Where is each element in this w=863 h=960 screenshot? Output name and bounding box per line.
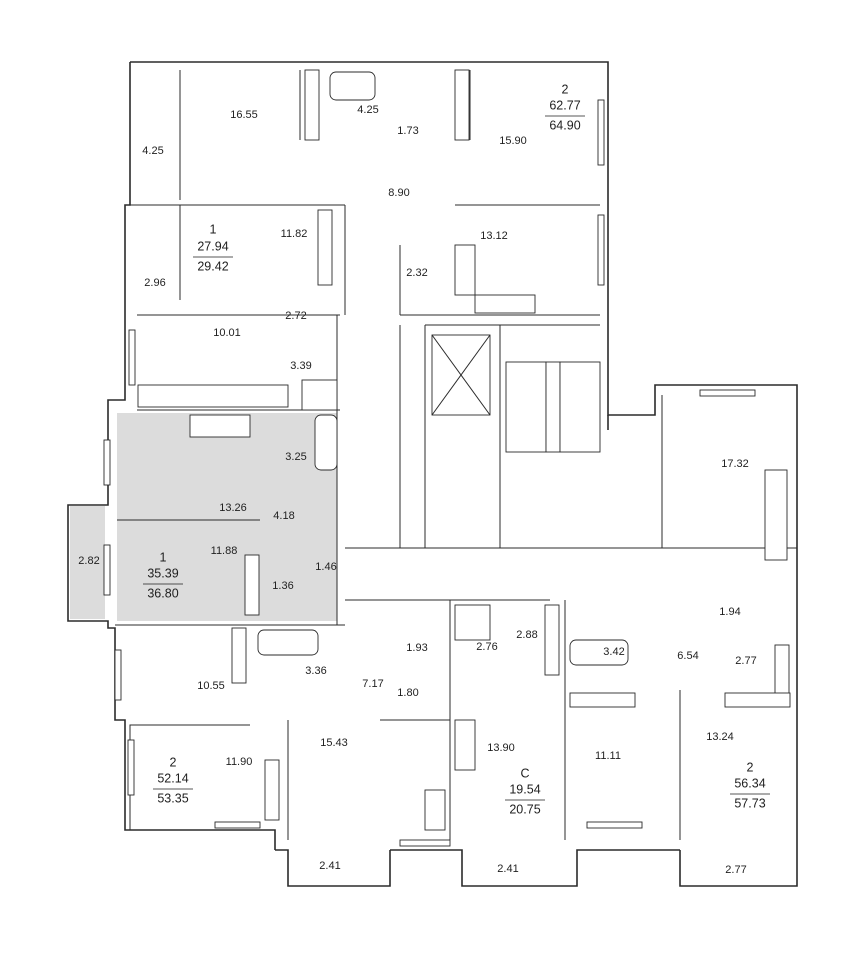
room-area: 2.82 bbox=[78, 555, 99, 567]
room-area: 4.25 bbox=[142, 145, 163, 157]
room-area: 11.90 bbox=[226, 756, 253, 768]
apartment-total-area: 20.75 bbox=[509, 802, 540, 816]
apartment-label-1: 2 62.77 64.90 bbox=[545, 82, 585, 132]
room-area: 11.11 bbox=[595, 750, 621, 762]
room-area: 2.32 bbox=[406, 267, 427, 279]
room-area: 13.26 bbox=[219, 502, 247, 514]
apartment-rooms: 1 bbox=[160, 550, 167, 564]
room-area: 8.90 bbox=[388, 187, 409, 199]
room-area: 4.25 bbox=[357, 104, 378, 116]
room-area: 13.90 bbox=[487, 742, 515, 754]
room-area: 1.94 bbox=[719, 606, 740, 618]
room-area: 2.77 bbox=[725, 864, 746, 876]
apartment-living-area: 19.54 bbox=[509, 782, 540, 796]
selected-apartment-fill bbox=[70, 413, 337, 621]
apartment-rooms: С bbox=[520, 766, 529, 780]
room-area: 2.77 bbox=[735, 655, 756, 667]
plumbing-fixtures bbox=[137, 71, 788, 831]
room-area: 1.80 bbox=[397, 687, 418, 699]
room-area: 7.17 bbox=[362, 678, 383, 690]
apartment-living-area: 52.14 bbox=[157, 771, 188, 785]
room-area: 16.55 bbox=[230, 109, 258, 121]
room-area: 3.36 bbox=[305, 665, 326, 677]
apartment-rooms: 1 bbox=[210, 222, 217, 236]
room-area: 2.76 bbox=[476, 641, 497, 653]
room-area: 10.01 bbox=[213, 327, 241, 339]
room-area: 13.12 bbox=[480, 230, 508, 242]
room-area: 1.73 bbox=[397, 125, 418, 137]
apartment-rooms: 2 bbox=[747, 760, 754, 774]
apartment-label-2: 1 27.94 29.42 bbox=[193, 222, 233, 273]
room-area: 11.88 bbox=[211, 545, 238, 557]
apartment-label-5: С 19.54 20.75 bbox=[505, 766, 545, 816]
room-area: 3.25 bbox=[285, 451, 306, 463]
apartment-label-3: 1 35.39 36.80 bbox=[143, 550, 183, 600]
apartment-label-6: 2 56.34 57.73 bbox=[730, 760, 770, 810]
room-area: 11.82 bbox=[281, 228, 308, 240]
apartment-total-area: 64.90 bbox=[549, 118, 580, 132]
room-area: 10.55 bbox=[197, 680, 225, 692]
apartment-total-area: 36.80 bbox=[147, 586, 178, 600]
room-area: 2.72 bbox=[285, 310, 306, 322]
radiator-hatching bbox=[231, 69, 791, 821]
windows bbox=[103, 99, 756, 847]
room-area: 4.18 bbox=[273, 510, 294, 522]
room-area: 15.43 bbox=[320, 737, 348, 749]
room-area: 1.93 bbox=[406, 642, 427, 654]
apartment-rooms: 2 bbox=[562, 82, 569, 96]
apartment-total-area: 29.42 bbox=[197, 259, 228, 273]
room-area: 1.36 bbox=[272, 580, 293, 592]
room-area: 1.46 bbox=[315, 561, 336, 573]
apartment-rooms: 2 bbox=[170, 755, 177, 769]
room-area: 2.41 bbox=[319, 860, 340, 872]
apartment-label-4: 2 52.14 53.35 bbox=[153, 755, 193, 805]
apartment-living-area: 56.34 bbox=[734, 776, 765, 790]
room-area: 15.90 bbox=[499, 135, 527, 147]
room-labels: 4.25 16.55 4.25 1.73 15.90 8.90 11.82 2.… bbox=[78, 104, 756, 876]
apartment-total-area: 57.73 bbox=[734, 796, 765, 810]
apartment-living-area: 35.39 bbox=[147, 566, 178, 580]
exterior-walls bbox=[67, 61, 798, 887]
room-area: 2.88 bbox=[516, 629, 537, 641]
room-area: 13.24 bbox=[706, 731, 734, 743]
room-area: 3.39 bbox=[290, 360, 311, 372]
room-area: 2.96 bbox=[144, 277, 165, 289]
room-area: 17.32 bbox=[721, 458, 749, 470]
room-area: 3.42 bbox=[603, 646, 624, 658]
room-area: 2.41 bbox=[497, 863, 518, 875]
apartment-total-area: 53.35 bbox=[157, 791, 188, 805]
apartment-living-area: 62.77 bbox=[549, 98, 580, 112]
apartment-living-area: 27.94 bbox=[197, 239, 228, 253]
room-area: 6.54 bbox=[677, 650, 698, 662]
stairwell bbox=[431, 334, 601, 453]
